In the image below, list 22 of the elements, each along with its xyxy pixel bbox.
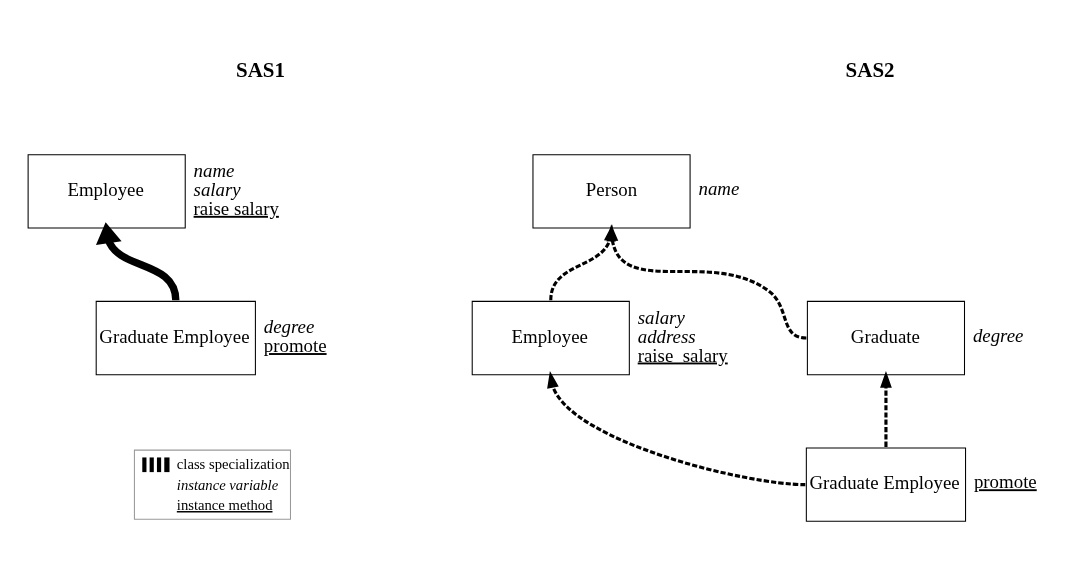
node-label: degree [972, 324, 1024, 346]
node-label: salary [193, 179, 241, 201]
arrow [547, 371, 806, 487]
node-box: Graduate Employee [805, 447, 967, 522]
node-label: name [193, 160, 235, 182]
node-label: salary [637, 306, 685, 328]
node-box: Person [532, 154, 691, 229]
node-box: Graduate [806, 300, 966, 376]
node-label: name [698, 177, 740, 199]
legend-label: instance variable [176, 477, 279, 494]
legend-label: instance method [176, 497, 273, 514]
arrow [880, 371, 892, 447]
node-label: raise_salary [637, 344, 728, 366]
node-label: degree [263, 316, 315, 338]
node-box: Employee [471, 300, 630, 376]
label: SAS1 [236, 58, 285, 83]
label: SAS2 [845, 58, 895, 83]
legend-label: class specialization [176, 455, 290, 472]
arrow [606, 224, 807, 340]
node-label: promote [973, 471, 1037, 493]
node-box: Employee [27, 154, 186, 229]
node-box: Graduate Employee [95, 300, 256, 376]
